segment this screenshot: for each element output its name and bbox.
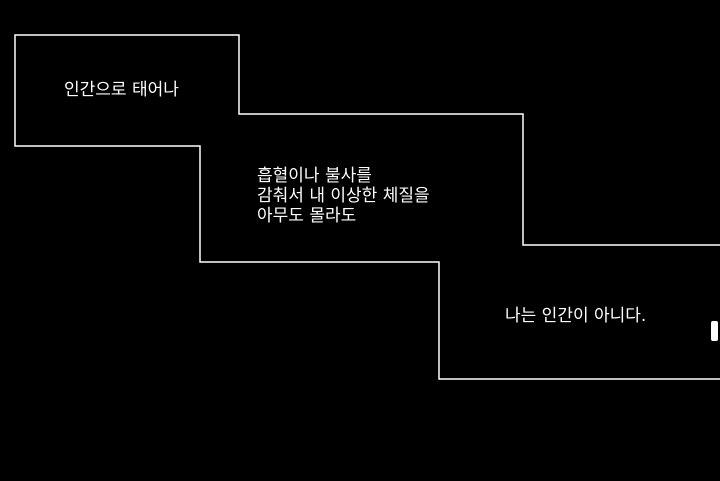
caption-box-2-text: 흡혈이나 불사를 감춰서 내 이상한 체질을 아무도 몰라도 xyxy=(257,166,430,226)
outline-path xyxy=(14,34,720,380)
caption-box-3-text: 나는 인간이 아니다. xyxy=(505,306,647,326)
caption-line: 흡혈이나 불사를 xyxy=(257,166,372,186)
caption-line: 아무도 몰라도 xyxy=(257,206,357,226)
caption-box-1-text: 인간으로 태어나 xyxy=(64,80,179,100)
caption-line: 감춰서 내 이상한 체질을 xyxy=(257,186,430,206)
scrollbar-thumb[interactable] xyxy=(711,321,718,341)
